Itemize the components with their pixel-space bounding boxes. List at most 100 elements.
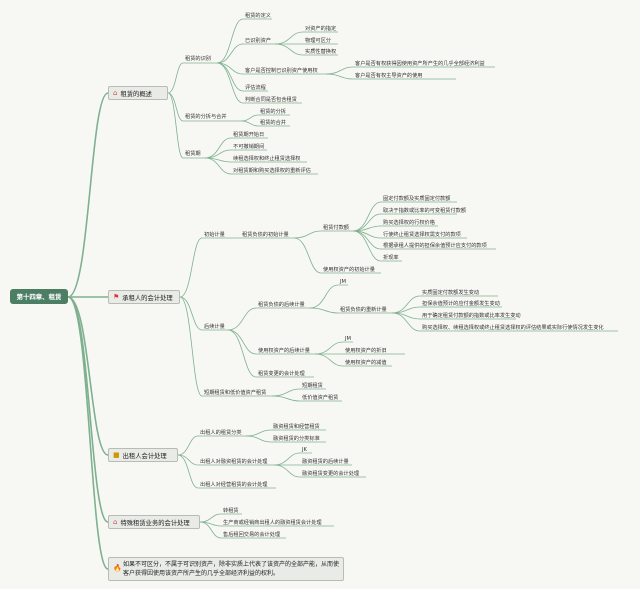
node-remeasure[interactable]: 租赁负债的重新计量 [340,307,387,313]
node-sub-liab[interactable]: 租赁负债的后续计量 [258,302,305,308]
node-sub-rou[interactable]: 使用权资产的后续计量 [258,348,310,354]
node-sp-1[interactable]: 转租赁 [223,508,239,514]
topic-special[interactable]: ⌂ 特殊租赁业务的会计处理 [108,515,200,529]
branch-link [227,307,257,331]
branch-link [216,18,244,64]
node-pay-5[interactable]: 根据承租人提供的担保余值预计应支付的款项 [383,243,487,249]
branch-link [177,435,199,456]
node-split-b[interactable]: 租赁的合并 [260,120,286,126]
node-sub-jm[interactable]: JM [340,279,347,285]
note-box[interactable]: 🔥 如果不可区分，不属于可识别资产，除非实质上代表了该资产的全部产能，从而使客户… [108,557,344,581]
node-op[interactable]: 出租人对经营租赁的会计处理 [200,482,268,488]
topic-lease-overview[interactable]: ⌂ 租赁的概述 [108,86,168,100]
branch-link [273,464,301,478]
node-split-a[interactable]: 租赁的分拆 [260,109,286,115]
branch-link [67,296,109,456]
branch-link [245,435,272,443]
node-identify[interactable]: 租赁的识别 [185,56,211,62]
branch-link [204,157,232,175]
branch-link [199,521,222,539]
node-sp-2[interactable]: 生产商或经销商出租人的融资租赁会计处理 [223,520,322,526]
node-definition[interactable]: 租赁的定义 [245,13,271,19]
node-term-4[interactable]: 对租赁期和购买选择权的重新评估 [233,168,311,174]
node-control-benefit[interactable]: 客户是否有权获得因使用资产所产生的几乎全部经济利益 [355,61,485,67]
branch-link [240,120,259,127]
branch-link [271,395,301,402]
branch-link [216,43,244,64]
node-short-2[interactable]: 低价值资产租赁 [302,395,339,401]
node-pay-6[interactable]: 折现率 [383,255,399,261]
topic-lessee[interactable]: ⚑ 承租人的会计处理 [108,290,180,304]
root-topic[interactable]: 第十四章、租赁 [10,289,68,304]
node-rem-3[interactable]: 用于确定租赁付款额的指数或比率发生变动 [422,313,521,319]
node-fin-1[interactable]: JK [302,447,307,453]
lessor-icon: ■ [113,451,120,459]
node-split[interactable]: 租赁的分拆与合并 [185,114,227,120]
node-term-1[interactable]: 租赁期开始日 [233,132,265,138]
branch-link [167,92,184,159]
node-rem-2[interactable]: 担保余值预计的应付金额发生变动 [422,301,500,307]
node-control[interactable]: 客户是否控制已识别资产使用权 [245,68,318,74]
node-short-1[interactable]: 短期租赁 [302,383,323,389]
branch-link [177,454,199,466]
node-eval[interactable]: 评估流程 [245,85,266,91]
node-asset-spec[interactable]: 对资产的指定 [305,26,337,32]
node-identified-asset[interactable]: 已识别资产 [245,38,271,44]
node-pay-4[interactable]: 行使终止租赁选择权需支付的款项 [383,232,461,238]
branch-link [67,92,109,298]
node-cls-1[interactable]: 融资租赁和经营租赁 [273,424,320,430]
branch-link [352,230,382,262]
branch-link [391,312,421,332]
node-rem-4[interactable]: 购买选择权、续租选择权或终止租赁选择权的评估结果或实际行使情况发生变化 [422,325,604,331]
branch-link [325,66,354,75]
node-cls-2[interactable]: 融资租赁的分类标准 [273,436,320,442]
node-judge[interactable]: 判断合同是否包含租赁 [245,97,297,103]
node-pay-2[interactable]: 取决于指数或比率的可变租赁付款额 [383,208,467,214]
node-pay-3[interactable]: 购买选择权的行权价格 [383,220,435,226]
node-control-direct[interactable]: 客户是否有权主导资产的使用 [355,73,423,79]
node-rou-jm[interactable]: JM [345,336,352,342]
branch-link [352,201,382,232]
house-icon: ⌂ [113,89,118,97]
node-sp-3[interactable]: 售后租回交易的会计处理 [223,532,281,538]
node-substitution[interactable]: 实质性替换权 [305,49,337,55]
node-init-rou[interactable]: 使用权资产的初始计量 [323,267,375,273]
node-fin[interactable]: 出租人对融资租赁的会计处理 [200,459,268,465]
branch-link [273,452,301,466]
node-term-3[interactable]: 续租选择权和终止租赁选择权 [233,156,301,162]
node-cls[interactable]: 出租人的租赁分类 [200,430,242,436]
branch-link [245,429,272,437]
node-term[interactable]: 租赁期 [185,151,201,157]
branch-link [314,353,344,367]
branch-link [216,62,244,104]
branch-link [167,92,184,122]
branch-link [199,513,222,523]
node-init[interactable]: 初始计量 [204,232,225,238]
branch-link [179,296,203,397]
branch-link [309,307,339,314]
node-short[interactable]: 短期租赁和低价值资产租赁 [204,390,267,396]
branch-link [314,341,344,355]
branch-link [216,62,244,75]
node-rou-dep[interactable]: 使用权资产的折旧 [345,348,387,354]
node-init-liab[interactable]: 租赁负债的初始计量 [242,232,289,238]
node-rem-1[interactable]: 实质固定付款额发生变动 [422,290,480,296]
node-term-2[interactable]: 不可撤销期间 [233,144,265,150]
node-physical[interactable]: 物理可区分 [305,38,331,44]
node-change[interactable]: 租赁变更的会计处理 [258,371,305,377]
node-rou-imp[interactable]: 使用权资产的减值 [345,360,387,366]
branch-link [227,329,257,378]
branch-link [67,296,109,570]
branch-link [240,114,259,122]
node-fin-2[interactable]: 融资租赁的后续计量 [302,459,349,465]
branch-link [177,454,199,489]
node-payments[interactable]: 租赁付款额 [323,225,349,231]
branch-link [274,31,304,45]
node-sub[interactable]: 后续计量 [204,324,225,330]
branch-link [325,73,354,80]
topic-lessor[interactable]: ■ 出租人会计处理 [108,448,178,462]
node-fin-3[interactable]: 融资租赁变更的会计处理 [302,471,360,477]
branch-link [271,388,301,397]
node-pay-1[interactable]: 固定付款额及实质固定付款额 [383,196,451,202]
